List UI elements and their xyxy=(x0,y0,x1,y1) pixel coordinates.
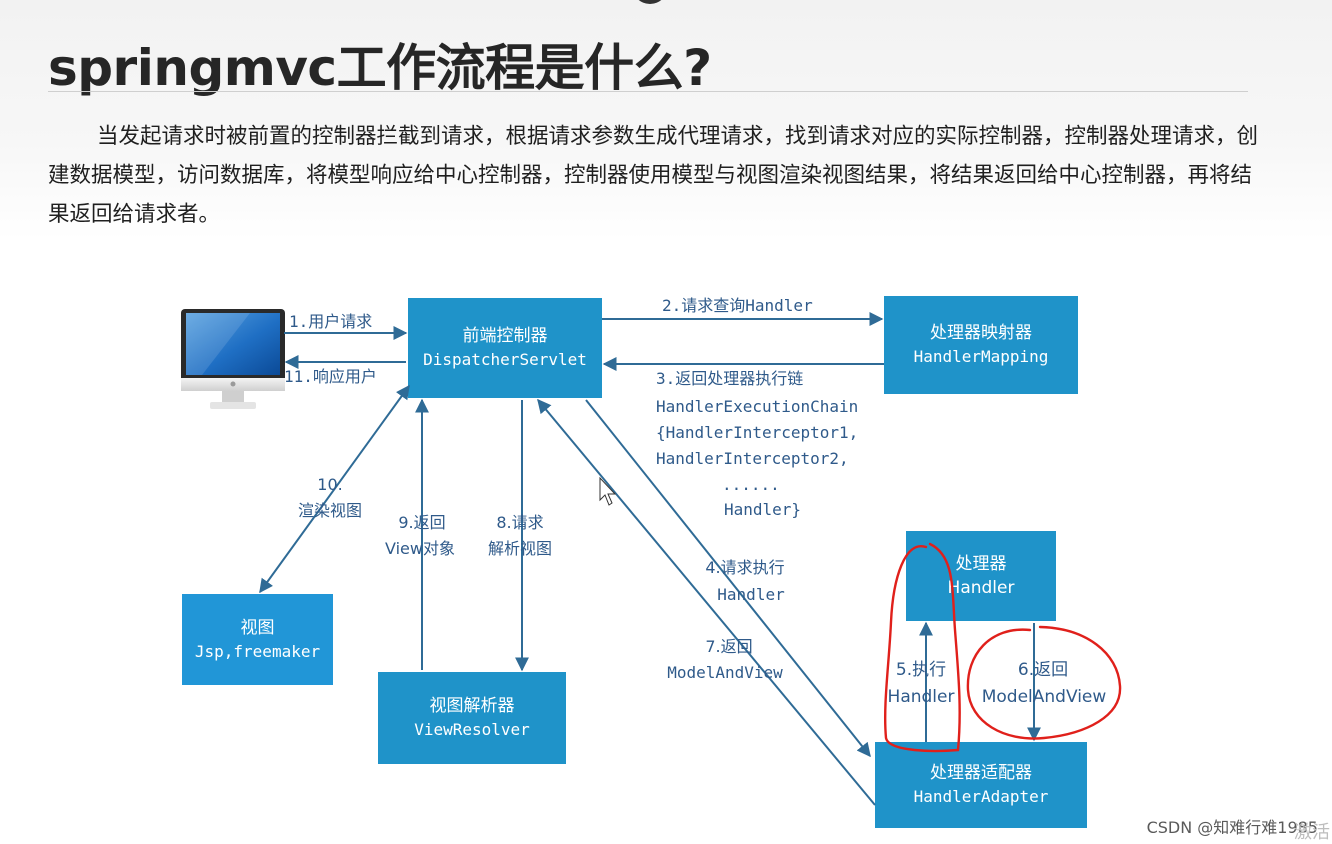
handler-adapter-subtitle: HandlerAdapter xyxy=(913,787,1049,806)
label-step-2: 2.请求查询Handler xyxy=(662,296,813,315)
view-resolver-title: 视图解析器 xyxy=(429,696,515,716)
label-step-11: 11.响应用户 xyxy=(284,367,377,386)
mouse-cursor-icon xyxy=(599,476,617,506)
label-step-5-text: Handler xyxy=(887,687,955,707)
label-step-1: 1.用户请求 xyxy=(289,312,373,331)
view-title: 视图 xyxy=(240,617,275,638)
view-subtitle: Jsp,freemaker xyxy=(194,641,321,661)
label-step-4-number: 4.请求执行 xyxy=(705,558,785,577)
computer-monitor-icon xyxy=(181,309,285,409)
view-resolver-box: 视图解析器 ViewResolver xyxy=(378,672,566,764)
page-background xyxy=(0,0,1332,240)
title-divider xyxy=(48,91,1248,92)
view-resolver-subtitle: ViewResolver xyxy=(414,720,530,739)
label-step-9-text: View对象 xyxy=(385,539,455,558)
label-step-3-interceptor1: {HandlerInterceptor1, xyxy=(656,423,859,442)
label-step-10-text: 渲染视图 xyxy=(297,501,362,520)
label-step-6-number: 6.返回 xyxy=(1017,660,1069,680)
view-box: 视图 Jsp,freemaker xyxy=(182,594,333,685)
activation-watermark: 激活 xyxy=(1294,822,1330,843)
top-edge-mark xyxy=(632,0,668,4)
label-step-3-interceptor2: HandlerInterceptor2, xyxy=(656,449,849,468)
handler-mapping-title: 处理器映射器 xyxy=(930,323,1032,343)
label-step-4-text: Handler xyxy=(717,585,785,604)
handler-box: 处理器 Handler xyxy=(906,531,1056,621)
label-step-8-number: 8.请求 xyxy=(496,513,544,532)
label-step-10-number: 10. xyxy=(317,475,343,494)
label-step-5-number: 5.执行 xyxy=(895,660,947,680)
label-step-7-number: 7.返回 xyxy=(705,637,753,656)
dispatcher-servlet-box: 前端控制器 DispatcherServlet xyxy=(408,298,602,398)
label-step-3-ellipsis: ...... xyxy=(722,475,780,494)
dispatcher-servlet-subtitle: DispatcherServlet xyxy=(423,350,587,369)
description-paragraph: 当发起请求时被前置的控制器拦截到请求，根据请求参数生成代理请求，找到请求对应的实… xyxy=(48,124,1259,227)
label-step-6-text: ModelAndView xyxy=(981,687,1107,707)
label-step-3-title: 3.返回处理器执行链 xyxy=(656,369,804,388)
label-step-7-text: ModelAndView xyxy=(667,663,783,682)
handler-adapter-title: 处理器适配器 xyxy=(930,763,1032,783)
handler-mapping-box: 处理器映射器 HandlerMapping xyxy=(884,296,1078,394)
label-step-8-text: 解析视图 xyxy=(487,539,552,558)
handler-subtitle: Handler xyxy=(947,578,1015,598)
page-title: springmvc工作流程是什么? xyxy=(48,39,712,97)
annotation-circle-modelandview xyxy=(966,625,1122,740)
label-step-3-chain: HandlerExecutionChain xyxy=(656,397,859,416)
arrow-execute-handler xyxy=(585,399,871,758)
csdn-footer: CSDN @知难行难1985 xyxy=(1146,818,1318,837)
annotation-circle-handler xyxy=(883,542,961,753)
dispatcher-servlet-title: 前端控制器 xyxy=(462,326,548,346)
label-step-9-number: 9.返回 xyxy=(398,513,446,532)
handler-adapter-box: 处理器适配器 HandlerAdapter xyxy=(875,742,1087,828)
handler-title: 处理器 xyxy=(955,554,1007,574)
label-step-3-handler: Handler} xyxy=(724,500,802,519)
arrow-render-view xyxy=(259,384,410,594)
handler-mapping-subtitle: HandlerMapping xyxy=(913,347,1049,366)
arrow-return-modelandview xyxy=(537,398,876,806)
